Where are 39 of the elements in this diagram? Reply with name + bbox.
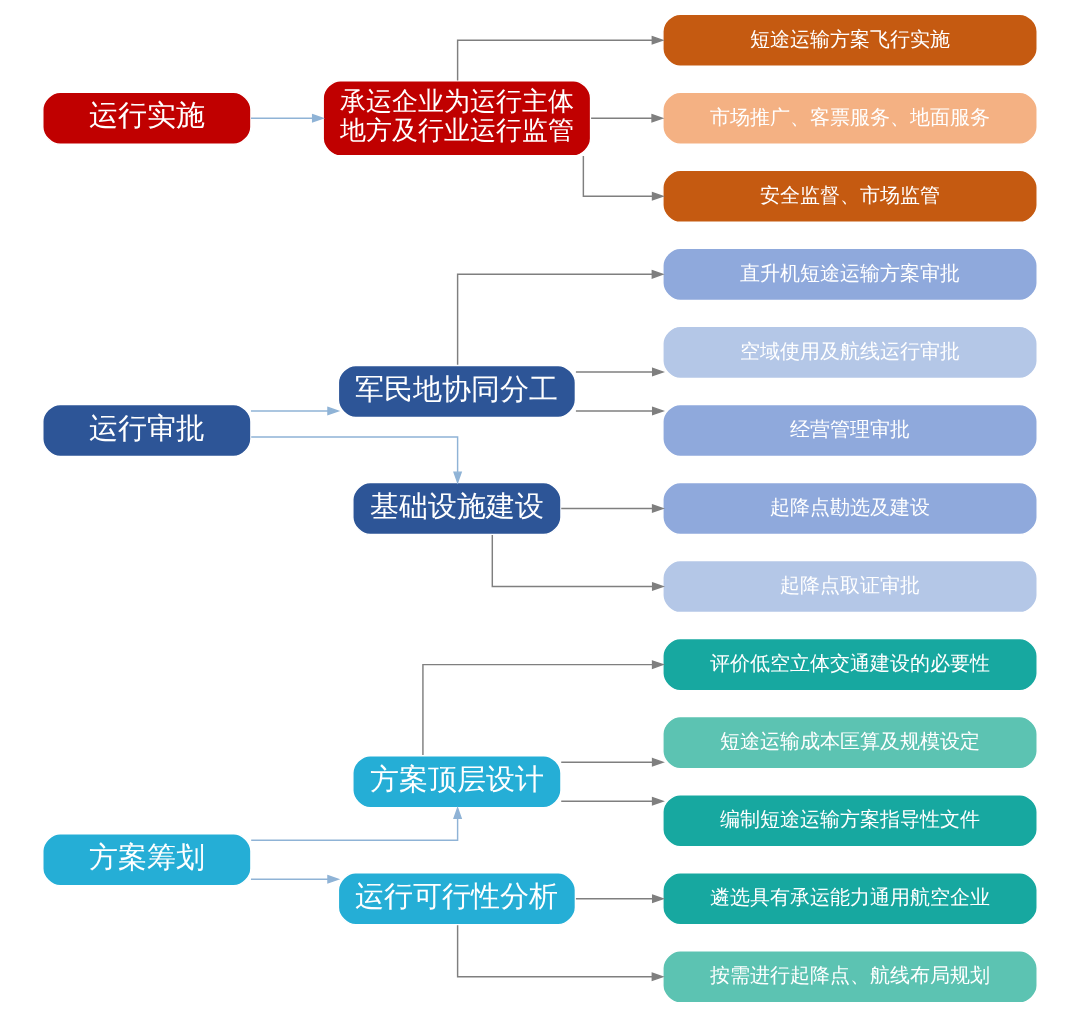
node-box: 短途运输方案飞行实施 <box>662 13 1038 67</box>
node-box: 评价低空立体交通建设的必要性 <box>662 637 1038 692</box>
arrow <box>456 269 665 366</box>
node-box: 短途运输成本匡算及规模设定 <box>662 715 1038 770</box>
arrow <box>422 660 665 756</box>
node-box: 空域使用及航线运行审批 <box>662 325 1038 380</box>
arrow <box>491 534 665 592</box>
arrow <box>250 406 341 416</box>
node-box: 方案筹划 <box>42 833 252 887</box>
arrow <box>456 924 665 982</box>
arrow <box>456 35 665 82</box>
arrow <box>250 113 325 123</box>
arrow <box>250 806 463 841</box>
arrow <box>560 757 665 767</box>
arrow <box>250 874 341 884</box>
arrow <box>582 155 665 201</box>
node-box: 基础设施建设 <box>352 481 562 536</box>
node-box: 安全监督、市场监管 <box>662 169 1038 224</box>
node-box: 直升机短途运输方案审批 <box>662 247 1038 302</box>
arrow <box>250 436 463 485</box>
node-box: 按需进行起降点、航线布局规划 <box>662 950 1038 1004</box>
node-box: 运行可行性分析 <box>337 872 577 926</box>
node-box: 起降点取证审批 <box>662 559 1038 614</box>
arrow <box>560 503 665 514</box>
node-box: 运行审批 <box>42 403 252 458</box>
node-box: 承运企业为运行主体地方及行业运行监管 <box>322 79 592 157</box>
arrow <box>560 796 665 806</box>
arrow <box>575 406 665 416</box>
node-box: 起降点勘选及建设 <box>662 481 1038 536</box>
node-box: 市场推广、客票服务、地面服务 <box>662 91 1038 145</box>
node-box: 经营管理审批 <box>662 403 1038 458</box>
node-box: 方案顶层设计 <box>352 754 562 809</box>
node-box: 编制短途运输方案指导性文件 <box>662 793 1038 848</box>
node-box: 遴选具有承运能力通用航空企业 <box>662 872 1038 926</box>
arrow <box>575 367 665 377</box>
arrow <box>575 894 665 904</box>
node-box: 军民地协同分工 <box>337 364 577 419</box>
node-box: 运行实施 <box>42 91 252 145</box>
arrow <box>590 113 665 123</box>
